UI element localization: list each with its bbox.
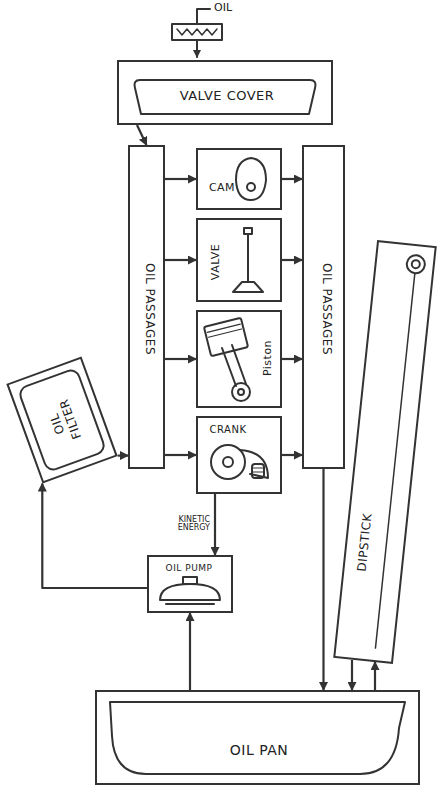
flow-arrow	[165, 358, 196, 360]
node-label: VALVE	[210, 244, 223, 280]
piston-rings	[207, 324, 241, 337]
connecting-rod	[222, 345, 246, 386]
rod-bearing	[238, 389, 244, 395]
node-label: OIL PASSAGES	[142, 263, 156, 355]
cam-shaft	[247, 183, 255, 191]
oil-inlet-line	[197, 9, 210, 23]
flow-arrow	[137, 125, 147, 145]
flow-arrow	[165, 454, 196, 456]
oil-fill-cap	[172, 24, 222, 40]
pump-base	[166, 603, 214, 605]
flow-arrow	[351, 660, 353, 690]
valve-cover-shape	[135, 80, 316, 114]
oil-passage-box: OIL PASSAGES	[302, 145, 345, 469]
dipstick-ring-hole	[411, 260, 420, 269]
piston-box: Piston	[196, 310, 282, 408]
node-label: OIL PAN	[230, 742, 289, 758]
valve-cover-box: VALVE COVER	[117, 60, 333, 125]
dipstick-ring	[406, 254, 426, 274]
part-label: OIL	[214, 2, 232, 14]
flow-arrow	[42, 484, 147, 589]
flow-arrow	[189, 613, 191, 690]
dipstick-box: DIPSTICK	[333, 240, 437, 664]
oil-fill-arrow	[196, 40, 198, 57]
flow-arrow	[282, 358, 302, 360]
valve-box: VALVE	[196, 218, 282, 302]
oil-pan-tray	[110, 702, 405, 774]
crank-counterweight	[240, 450, 268, 478]
flow-arrow	[214, 494, 216, 555]
node-label: OIL PUMP	[166, 563, 213, 573]
node-label: VALVE COVER	[180, 89, 275, 104]
flow-arrow	[282, 454, 302, 456]
pump-outlet	[183, 577, 197, 584]
node-label: CRANK	[210, 424, 247, 436]
flow-arrow	[165, 259, 196, 261]
cam-lobe	[236, 158, 266, 200]
cap-thread	[177, 29, 217, 35]
flow-arrow	[374, 662, 376, 690]
crank-pin	[252, 464, 264, 478]
node-label: Piston	[262, 340, 275, 376]
filter-canister	[18, 368, 106, 472]
oil-filter-box: OIL FILTER	[6, 357, 117, 484]
valve-stem	[247, 234, 249, 282]
flow-arrow	[282, 178, 302, 180]
flow-arrow	[282, 259, 302, 261]
flow-arrow	[118, 455, 128, 457]
valve-head	[233, 282, 263, 292]
crank-box: CRANK	[196, 416, 282, 494]
piston-crown	[204, 318, 248, 356]
rod-big-end	[232, 383, 250, 401]
pump-housing	[160, 584, 220, 600]
oil-pan-box: OIL PAN	[95, 690, 420, 785]
crank-pin-lines	[253, 468, 263, 472]
edge-label: KINETIC ENERGY	[160, 516, 210, 534]
dipstick-rod	[375, 273, 414, 648]
node-label: OIL FILTER	[42, 391, 86, 451]
crank-journal	[223, 457, 233, 467]
flow-arrow	[165, 178, 196, 180]
cam-box: CAM	[196, 148, 282, 210]
node-label: CAM	[209, 182, 235, 195]
oil-pump-box: OIL PUMP	[147, 555, 233, 613]
oil-passage-box: OIL PASSAGES	[128, 145, 165, 469]
node-label: OIL PASSAGES	[319, 263, 333, 355]
flow-arrow	[322, 469, 324, 690]
node-label: DIPSTICK	[356, 513, 376, 573]
